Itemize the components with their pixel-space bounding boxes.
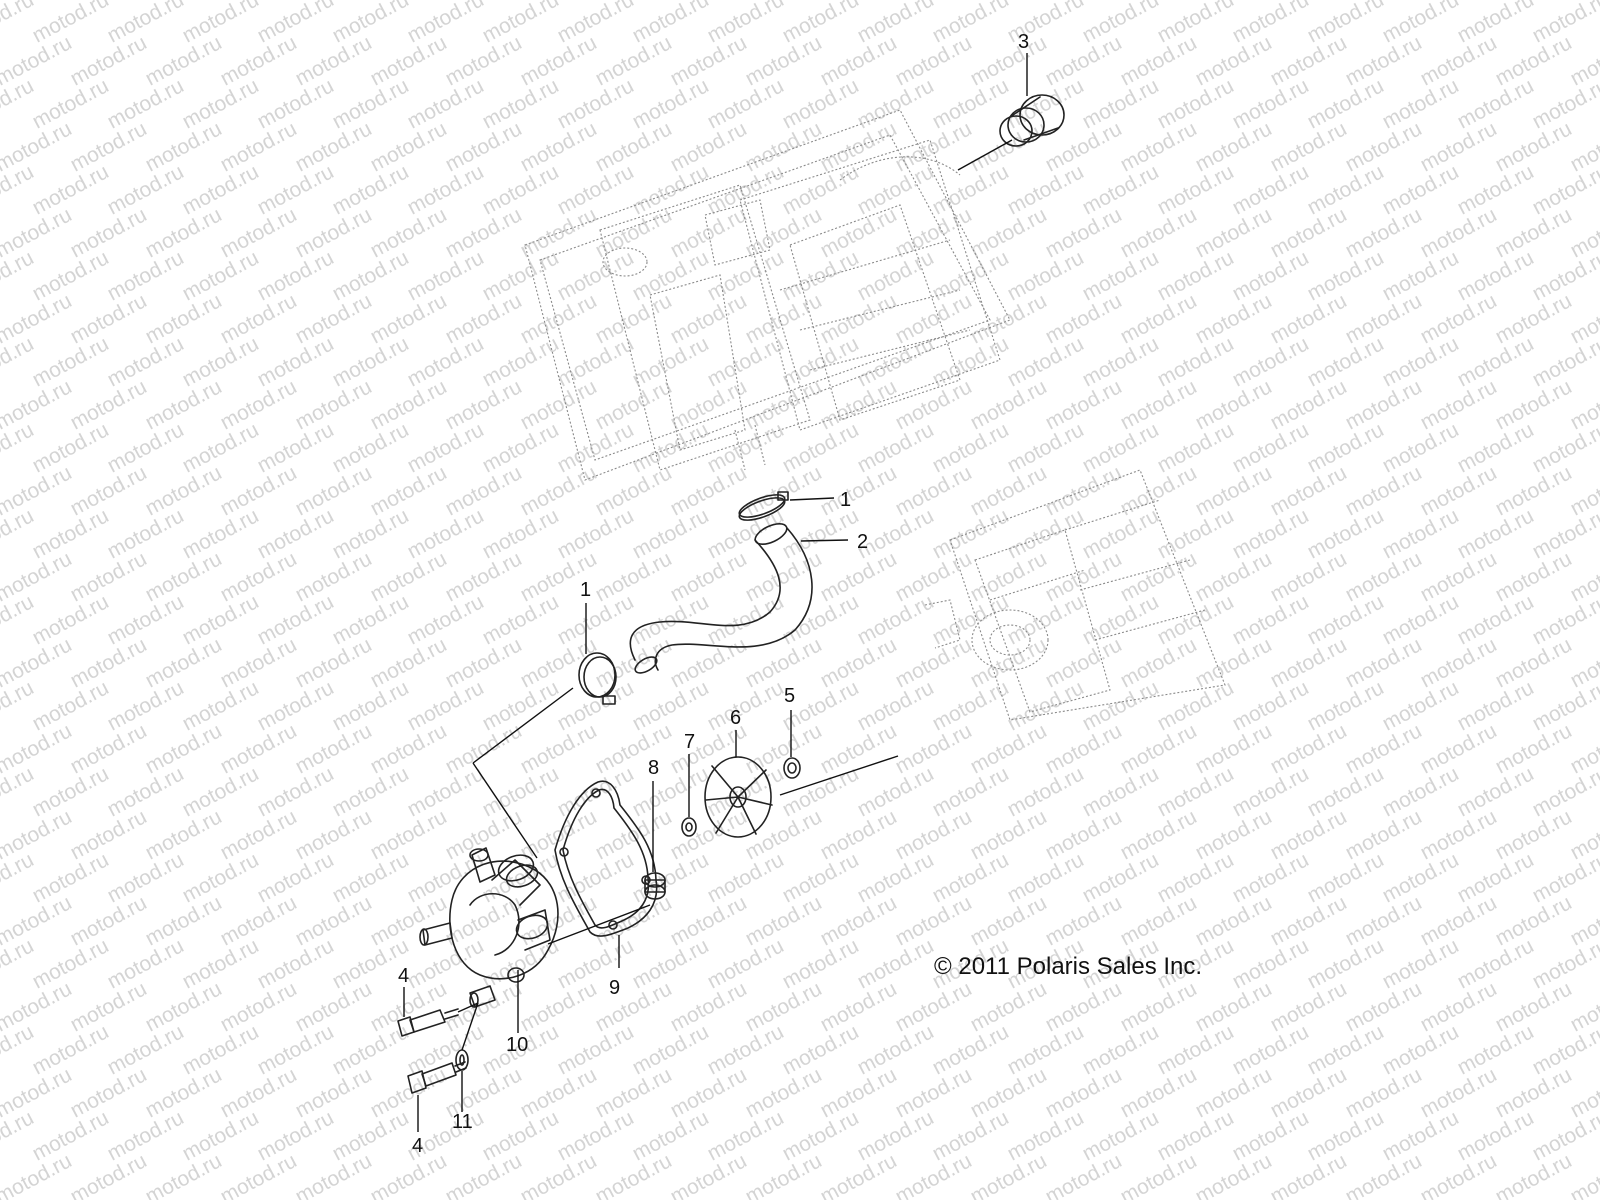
callout-4-lower: 4 [412,1135,423,1157]
dowel-bushing [469,985,496,1008]
washer-7 [681,817,697,837]
shaft-seal [783,757,801,779]
hose-clamp-upper [738,491,789,521]
thermostat-cap [999,94,1065,147]
impeller [704,756,773,838]
callout-6: 6 [730,707,741,729]
callout-labels: 3 1 2 1 5 6 7 8 9 4 10 11 4 [398,31,1029,1157]
water-pump-cover [419,847,559,983]
callout-2: 2 [857,531,868,553]
callout-5: 5 [784,685,795,707]
leader-lines [403,53,1028,1132]
callout-8: 8 [648,757,659,779]
bolt-upper [397,1008,459,1037]
cylinder-head-outline [524,109,1011,481]
crankcase-outline [924,469,1226,721]
callout-11: 11 [452,1111,473,1133]
hose-clamp-lower [578,652,617,705]
coolant-hose [629,522,813,674]
drain-plug [644,872,666,900]
pump-gasket [554,780,658,937]
callout-3: 3 [1018,31,1029,53]
callout-9: 9 [609,977,620,999]
callout-1-lower: 1 [580,579,591,601]
bolt-lower [407,1061,467,1094]
callout-1-upper: 1 [840,489,851,511]
callout-7: 7 [684,731,695,753]
callout-4-upper: 4 [398,965,409,987]
copyright-notice: © 2011 Polaris Sales Inc. [934,953,1203,980]
callout-10: 10 [506,1034,528,1056]
washer-11 [455,1049,469,1071]
